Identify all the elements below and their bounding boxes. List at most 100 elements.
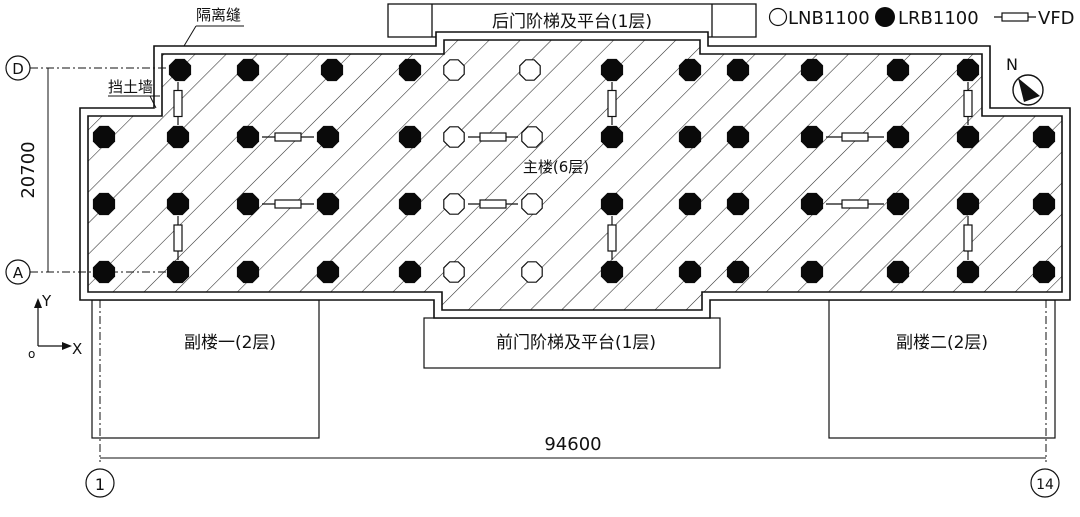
lrb-bearing <box>726 260 750 284</box>
annex-two-label: 副楼二(2层) <box>896 333 988 353</box>
grid-bubble-a: A <box>5 259 31 285</box>
lrb-bearing <box>166 125 190 149</box>
lnb-bearing <box>443 59 465 81</box>
lrb-bearing <box>886 58 910 82</box>
lrb-bearing <box>800 58 824 82</box>
legend-lrb-label: LRB1100 <box>898 8 979 29</box>
lrb-bearing <box>800 260 824 284</box>
svg-text:14: 14 <box>1036 477 1054 493</box>
vfd-damper <box>607 216 617 260</box>
annex-one-outline <box>91 299 320 439</box>
axis-x-label: X <box>72 340 82 358</box>
legend: LNB1100 LRB1100 VFD <box>768 7 1075 29</box>
vfd-damper <box>963 216 973 260</box>
lnb-bearing <box>521 261 543 283</box>
lrb-bearing <box>886 125 910 149</box>
lrb-bearing <box>1032 192 1056 216</box>
grid-bubble-1: 1 <box>85 468 115 498</box>
svg-text:1: 1 <box>95 475 105 494</box>
svg-text:D: D <box>12 60 24 78</box>
vfd-damper <box>826 199 884 209</box>
lrb-bearing <box>1032 260 1056 284</box>
grid-bubble-d: D <box>5 55 31 81</box>
lrb-bearing <box>166 260 190 284</box>
lrb-bearing <box>956 125 980 149</box>
grid-bubble-14: 14 <box>1030 468 1060 498</box>
lrb-bearing <box>956 58 980 82</box>
annex-one-label: 副楼一(2层) <box>184 333 276 353</box>
leader-lines <box>108 25 244 109</box>
lrb-bearing <box>316 125 340 149</box>
lrb-bearing <box>678 260 702 284</box>
annex-two-outline <box>828 299 1056 439</box>
lrb-bearing <box>166 192 190 216</box>
bearing-layer <box>92 58 1056 284</box>
lrb-bearing <box>92 192 116 216</box>
vfd-damper <box>173 216 183 260</box>
vfd-damper <box>963 82 973 125</box>
lrb-bearing <box>316 192 340 216</box>
lrb-bearing <box>800 192 824 216</box>
lnb-bearing <box>443 126 465 148</box>
coordinate-axes <box>34 298 72 350</box>
lnb-bearing <box>443 261 465 283</box>
dimension-lines <box>30 67 1047 462</box>
lrb-bearing <box>236 192 260 216</box>
lrb-bearing <box>800 125 824 149</box>
lrb-bearing <box>678 58 702 82</box>
vfd-damper <box>262 132 314 142</box>
legend-vfd-symbol <box>994 12 1036 22</box>
lrb-bearing <box>600 125 624 149</box>
lrb-bearing <box>316 260 340 284</box>
lnb-bearing <box>521 193 543 215</box>
svg-text:N: N <box>1006 55 1018 74</box>
lrb-bearing <box>398 125 422 149</box>
lrb-bearing <box>600 260 624 284</box>
lrb-bearing <box>168 58 192 82</box>
lnb-bearing <box>443 193 465 215</box>
lrb-bearing <box>236 260 260 284</box>
width-dimension: 94600 <box>544 434 601 455</box>
lnb-bearing <box>519 59 541 81</box>
lrb-bearing <box>956 192 980 216</box>
legend-lrb-symbol <box>875 7 895 27</box>
vfd-damper <box>262 199 314 209</box>
vfd-damper <box>826 132 884 142</box>
lrb-bearing <box>236 125 260 149</box>
front-stair-label: 前门阶梯及平台(1层) <box>496 333 656 353</box>
legend-lnb-label: LNB1100 <box>788 8 870 29</box>
lrb-bearing <box>678 125 702 149</box>
lrb-bearing <box>600 192 624 216</box>
lrb-bearing <box>956 260 980 284</box>
lrb-bearing <box>726 58 750 82</box>
lrb-bearing <box>886 260 910 284</box>
vfd-damper <box>468 132 518 142</box>
vfd-damper <box>468 199 518 209</box>
lrb-bearing <box>886 192 910 216</box>
svg-text:A: A <box>13 264 24 282</box>
lnb-bearing <box>521 126 543 148</box>
rear-stair-label: 后门阶梯及平台(1层) <box>492 12 652 32</box>
lrb-bearing <box>600 58 624 82</box>
lrb-bearing <box>236 58 260 82</box>
origin-label: o <box>28 347 35 361</box>
isolation-gap-label: 隔离缝 <box>196 6 241 24</box>
lrb-bearing <box>398 58 422 82</box>
axis-y-label: Y <box>41 292 52 310</box>
lrb-bearing <box>398 260 422 284</box>
lrb-bearing <box>678 192 702 216</box>
lrb-bearing <box>92 260 116 284</box>
north-arrow-icon: N <box>1006 55 1044 106</box>
legend-lnb-symbol <box>768 7 788 27</box>
lrb-bearing <box>398 192 422 216</box>
vfd-damper <box>173 82 183 125</box>
lrb-bearing <box>320 58 344 82</box>
main-building-slab <box>87 39 1063 311</box>
damper-layer <box>173 82 973 260</box>
depth-dimension: 20700 <box>18 141 39 198</box>
lrb-bearing <box>726 125 750 149</box>
main-building-label: 主楼(6层) <box>523 158 589 176</box>
vfd-damper <box>607 82 617 125</box>
retaining-wall-label: 挡土墙 <box>108 78 153 96</box>
